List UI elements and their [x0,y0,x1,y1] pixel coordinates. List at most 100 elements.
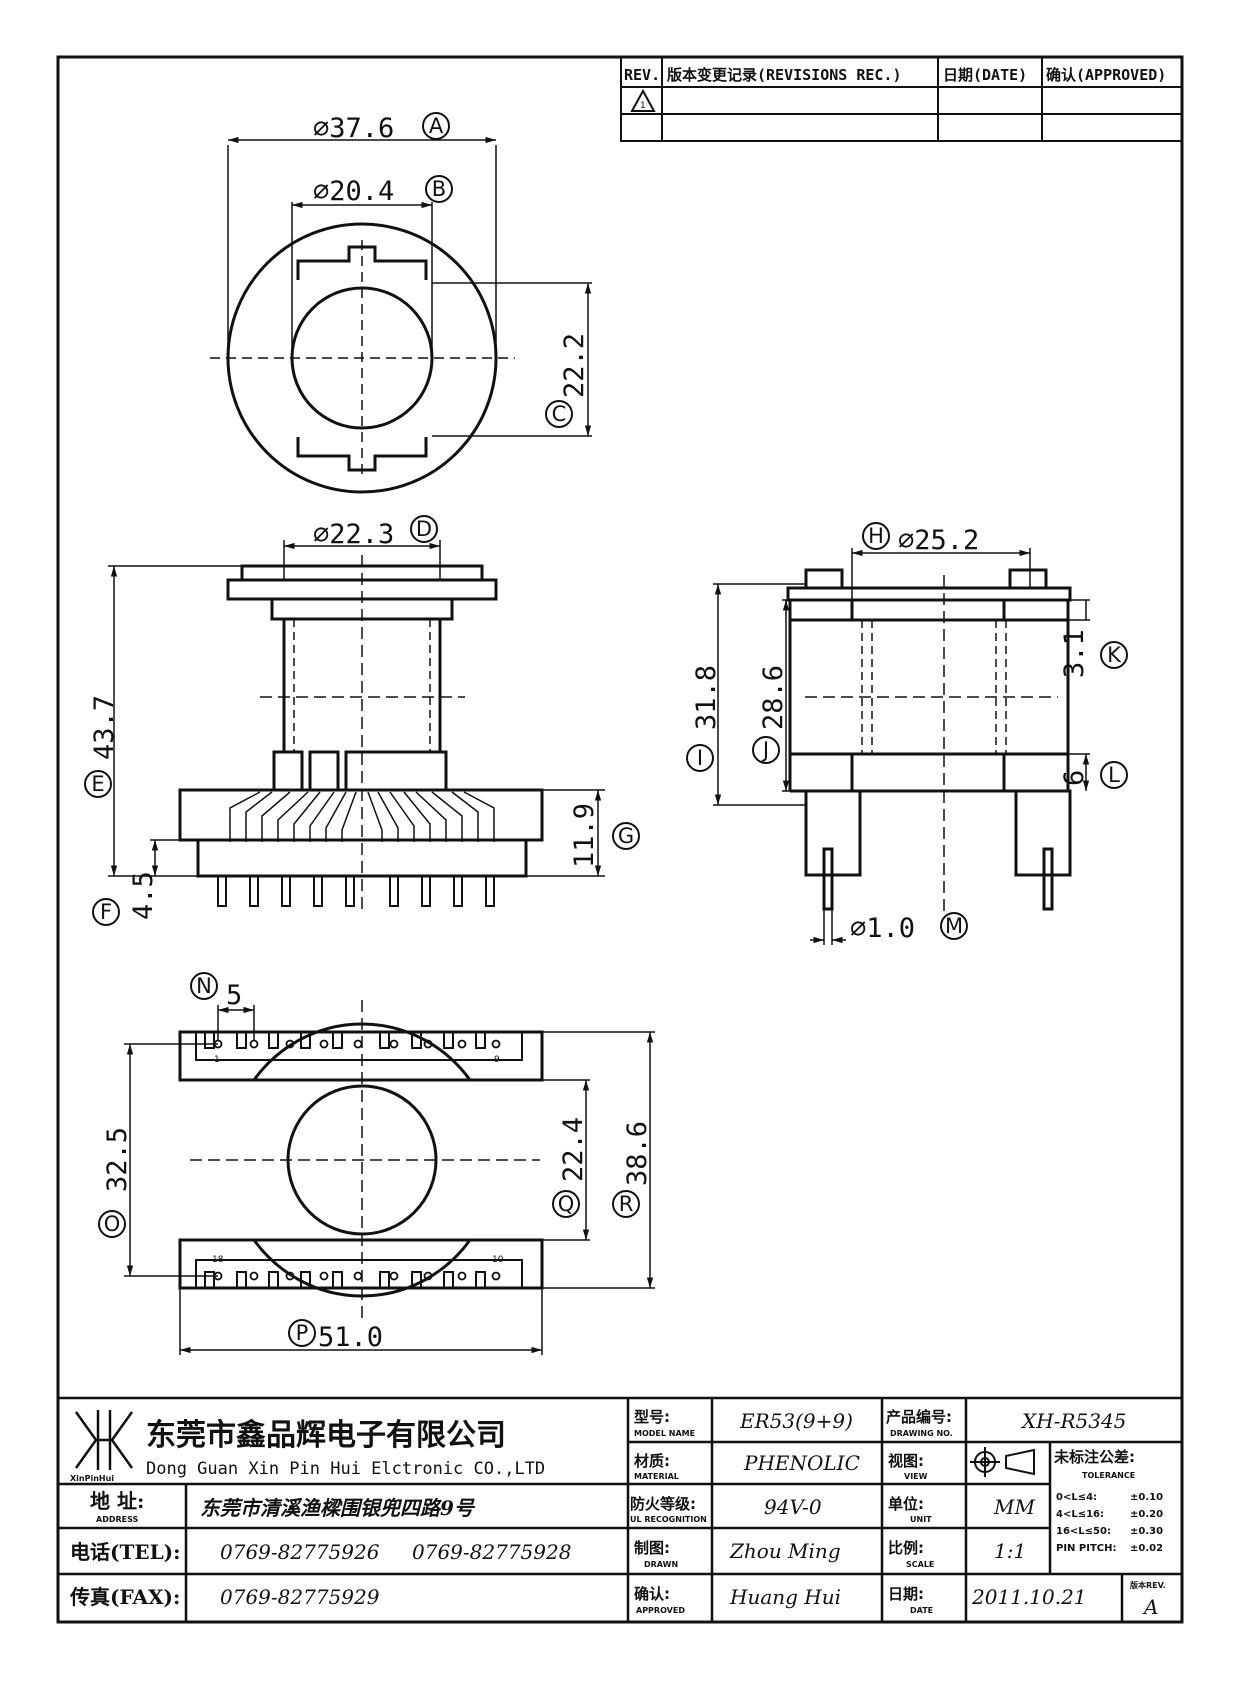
company-name-cn: 东莞市鑫品辉电子有限公司 [146,1418,506,1453]
tolerance-range: 0<L≤4: [1056,1492,1097,1503]
dim-o-tag-text: O [104,1212,121,1236]
side-view-centerlines [805,575,1058,915]
address-label: 地 址: [90,1489,144,1513]
dim-l-tag [1100,761,1128,789]
model-value: ER53(9+9) [739,1409,853,1433]
dim-d-tag-text: D [416,517,432,541]
front-view-wires [229,791,495,842]
pin-label-10: 10 [492,1255,504,1265]
ul-value: 94V-0 [764,1495,822,1519]
dim-i-value: 31.8 [691,665,722,730]
drawn-label-en: DRAWN [644,1560,678,1569]
dim-n-lines [217,1005,255,1040]
approved-label-en: APPROVED [636,1606,685,1615]
dim-n-tag [190,972,218,1000]
dim-q-lines [470,1079,590,1241]
title-block-grid [58,1396,1182,1622]
dim-i-tag-text: I [697,746,703,770]
dim-q-tag-text: Q [558,1192,575,1216]
dim-b-lines [291,201,433,358]
tel-1: 0769-82775926 [220,1540,380,1564]
address-label-en: ADDRESS [96,1515,139,1524]
company-logo-icon [74,1410,134,1470]
unit-label-en: UNIT [910,1515,932,1524]
dim-n-value: 5 [226,980,242,1011]
pin-label-1: 1 [214,1055,220,1065]
tolerance-value: ±0.30 [1130,1526,1163,1537]
tolerance-table: 0<L≤4:±0.104<L≤16:±0.2016<L≤50:±0.30PIN … [1056,1492,1163,1554]
material-label-en: MATERIAL [634,1472,679,1481]
dim-c-tag [545,400,573,428]
dim-q-value: 22.4 [558,1117,589,1182]
tolerance-range: 16<L≤50: [1056,1526,1111,1537]
dim-h-tag [862,522,890,550]
dim-k-tag [1100,641,1128,669]
dim-r-tag [612,1190,640,1218]
dim-m-lines [810,870,846,945]
dim-c-value: 22.2 [559,333,590,398]
scale-value: 1:1 [994,1539,1026,1563]
dim-e-tag [84,770,112,798]
dim-l-lines [1068,753,1090,791]
tolerance-value: ±0.10 [1130,1492,1163,1503]
dim-h-lines [851,548,1031,600]
projection-symbol-icon [970,1447,1035,1477]
dim-a-tag [422,112,450,140]
pin-label-9: 9 [494,1055,500,1065]
dim-e-lines [108,565,242,877]
dim-j-tag-text: J [761,738,769,762]
revision-table [620,56,1183,142]
tolerance-value: ±0.02 [1130,1543,1163,1554]
dim-h-tag-text: H [868,524,884,548]
dim-j-tag [752,736,780,764]
dim-e-value: 43.7 [89,695,120,760]
dim-b-tag-text: B [432,177,446,201]
drawn-label: 制图: [634,1539,670,1557]
dim-r-lines [542,1031,655,1289]
drawn-value: Zhou Ming [729,1539,841,1563]
front-view [178,564,544,878]
tel-label: 电话(TEL): [70,1540,181,1564]
view-label-en: VIEW [904,1472,928,1481]
scale-label: 比例: [888,1539,924,1557]
dim-p-tag-text: P [296,1321,309,1345]
front-view-hidden [293,619,431,752]
dim-i-lines [713,583,806,806]
pin-label-18: 18 [212,1255,224,1265]
unit-value: MM [993,1495,1035,1519]
date-value: 2011.10.21 [971,1585,1087,1609]
dim-p-value: 51.0 [318,1322,383,1353]
tolerance-label-en: TOLERANCE [1082,1471,1135,1480]
fax-value: 0769-82775929 [220,1585,380,1609]
unit-label: 单位: [888,1495,924,1513]
dim-g-lines [526,789,605,877]
date-label-en: DATE [910,1606,933,1615]
dim-f-value: 4.5 [128,871,159,920]
dim-p-lines [179,1288,543,1355]
dim-i-tag [686,744,714,772]
rev-value: A [1142,1595,1158,1619]
dim-o-value: 32.5 [102,1127,133,1192]
tolerance-label: 未标注公差: [1053,1448,1135,1466]
date-col-header: 日期(DATE) [943,66,1027,84]
tolerance-value: ±0.20 [1130,1509,1163,1520]
side-view-hidden [861,620,1007,754]
model-label: 型号: [634,1408,670,1426]
dim-m-tag-text: M [945,914,963,938]
date-label: 日期: [888,1585,924,1603]
dim-g-value: 11.9 [569,803,600,868]
dim-n-tag-text: N [196,974,212,998]
dim-g-tag [612,822,640,850]
front-view-pins [217,875,495,907]
rev-col-header: REV. [624,66,660,84]
tel-2: 0769-82775928 [412,1540,571,1564]
dim-k-value: 3.1 [1059,629,1090,678]
address-value: 东莞市清溪渔樑围银兜四路9号 [200,1496,476,1520]
dim-a-value: ⌀37.6 [313,113,394,144]
model-label-en: MODEL NAME [634,1429,695,1438]
dim-a-tag-text: A [429,114,444,138]
drawing-no-value: XH-R5345 [1020,1409,1126,1433]
bottom-view-pin-holes [213,1039,501,1281]
dim-j-lines [782,599,790,792]
